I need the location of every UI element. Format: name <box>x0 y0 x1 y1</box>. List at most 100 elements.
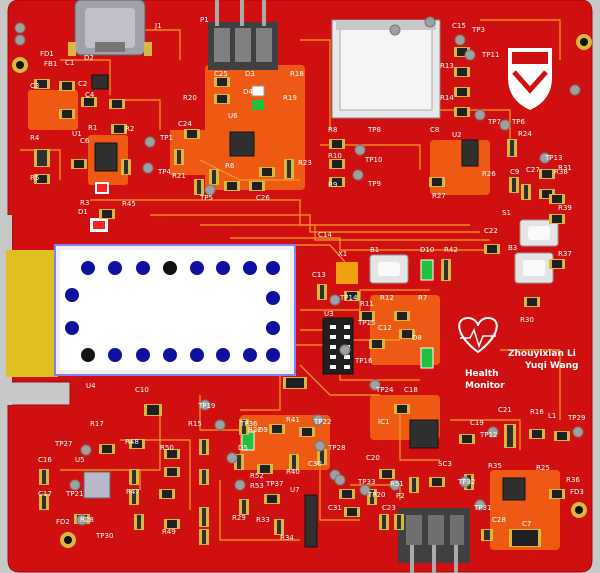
silkscreen-label: D10 <box>420 246 434 254</box>
silkscreen-label: TP9 <box>367 180 381 188</box>
smd-body <box>412 478 416 492</box>
module-pad <box>190 261 204 275</box>
smd-body <box>462 435 472 443</box>
silkscreen-label: FD2 <box>56 518 70 526</box>
silkscreen-label: TP24 <box>375 386 394 394</box>
smd-body <box>262 168 272 176</box>
smd-components <box>34 47 570 547</box>
module-pad <box>216 261 230 275</box>
smd-body <box>292 455 296 469</box>
silkscreen-label: R24 <box>518 130 532 138</box>
silkscreen-label: D1 <box>78 208 88 216</box>
silkscreen-label: TP30 <box>95 532 113 540</box>
silkscreen-label: R13 <box>440 62 454 70</box>
smd-body <box>242 500 246 514</box>
silkscreen-label: D2 <box>84 54 94 62</box>
u3-pin <box>330 345 336 349</box>
silkscreen-label: R50 <box>160 444 174 452</box>
smd-body <box>212 170 216 184</box>
silkscreen-label: R47 <box>126 488 140 496</box>
silkscreen-label: R14 <box>440 94 454 102</box>
silkscreen-label: R40 <box>286 468 300 476</box>
test-point <box>464 49 476 61</box>
silkscreen-label: C15 <box>452 22 466 30</box>
smd-body <box>102 445 112 453</box>
header-connector-p1 <box>208 0 278 70</box>
smd-body <box>167 468 177 476</box>
smd-body <box>62 82 72 90</box>
module-pad <box>81 261 95 275</box>
smd-body <box>286 378 304 388</box>
heart-monitor-logo <box>458 316 498 354</box>
test-point <box>359 484 371 496</box>
push-buttons <box>369 219 559 284</box>
test-point <box>424 16 436 28</box>
test-point <box>234 479 246 491</box>
test-point <box>572 426 584 438</box>
silkscreen-label: B1 <box>370 246 379 254</box>
smd-body <box>487 245 497 253</box>
smd-body <box>457 108 467 116</box>
smd-body <box>132 470 136 484</box>
silkscreen-label: R17 <box>90 420 104 428</box>
silkscreen-label: R3 <box>80 199 89 207</box>
smd-body <box>532 430 542 438</box>
test-point <box>389 24 401 36</box>
silkscreen-label: TP7 <box>487 118 501 126</box>
smd-body <box>347 508 357 516</box>
smd-body <box>62 110 72 118</box>
silkscreen-label: R23 <box>298 159 312 167</box>
test-point <box>80 444 92 456</box>
silkscreen-label: C7 <box>522 520 531 528</box>
silkscreen-label: TP1 <box>159 134 173 142</box>
silkscreen-label: TP4 <box>157 168 171 176</box>
u3-pin <box>330 355 336 359</box>
smd-body <box>402 330 412 338</box>
smd-body <box>527 298 537 306</box>
silkscreen-label: R26 <box>482 170 496 178</box>
silkscreen-label: TP13 <box>544 154 562 162</box>
silkscreen-label: R25 <box>536 464 550 472</box>
smd-body <box>397 515 401 529</box>
module-pad <box>266 291 280 305</box>
u3-pin <box>344 335 350 339</box>
test-point <box>14 22 26 34</box>
copper-traces <box>20 19 561 541</box>
sensor-u5 <box>83 471 111 499</box>
smd-body <box>197 180 201 194</box>
silkscreen-label: D5 <box>238 444 248 452</box>
silkscreen-label: C6 <box>80 137 90 145</box>
silkscreen-label: C8 <box>430 126 439 134</box>
module-pad <box>163 348 177 362</box>
silkscreen-label: TP21 <box>65 490 83 498</box>
test-point <box>199 399 211 411</box>
module-pad <box>136 348 150 362</box>
smd-body <box>320 285 324 299</box>
smd-body <box>432 478 442 486</box>
silkscreen-label: R1 <box>88 124 97 132</box>
silkscreen-label: TP16 <box>354 357 373 365</box>
test-point <box>539 152 551 164</box>
silkscreen-label: R7 <box>418 294 427 302</box>
silkscreen-label: R51 <box>390 480 404 488</box>
u3-pin <box>344 355 350 359</box>
test-point <box>334 474 346 486</box>
module-pad <box>163 261 177 275</box>
silkscreen-label: U6 <box>228 112 238 120</box>
smd-body <box>277 520 281 534</box>
test-point <box>354 144 366 156</box>
module-pad <box>190 348 204 362</box>
silkscreen-label: R10 <box>328 152 342 160</box>
u3-pin <box>330 335 336 339</box>
smd-body <box>510 140 514 156</box>
silkscreen-label: D8 <box>412 334 422 342</box>
crystal-x1 <box>336 262 358 284</box>
silkscreen-label: C20 <box>366 454 380 462</box>
smd-body <box>267 495 277 503</box>
smd-body <box>382 515 386 529</box>
smd-body <box>202 470 206 484</box>
silkscreen-label: R4 <box>30 134 40 142</box>
smd-body <box>332 178 342 186</box>
